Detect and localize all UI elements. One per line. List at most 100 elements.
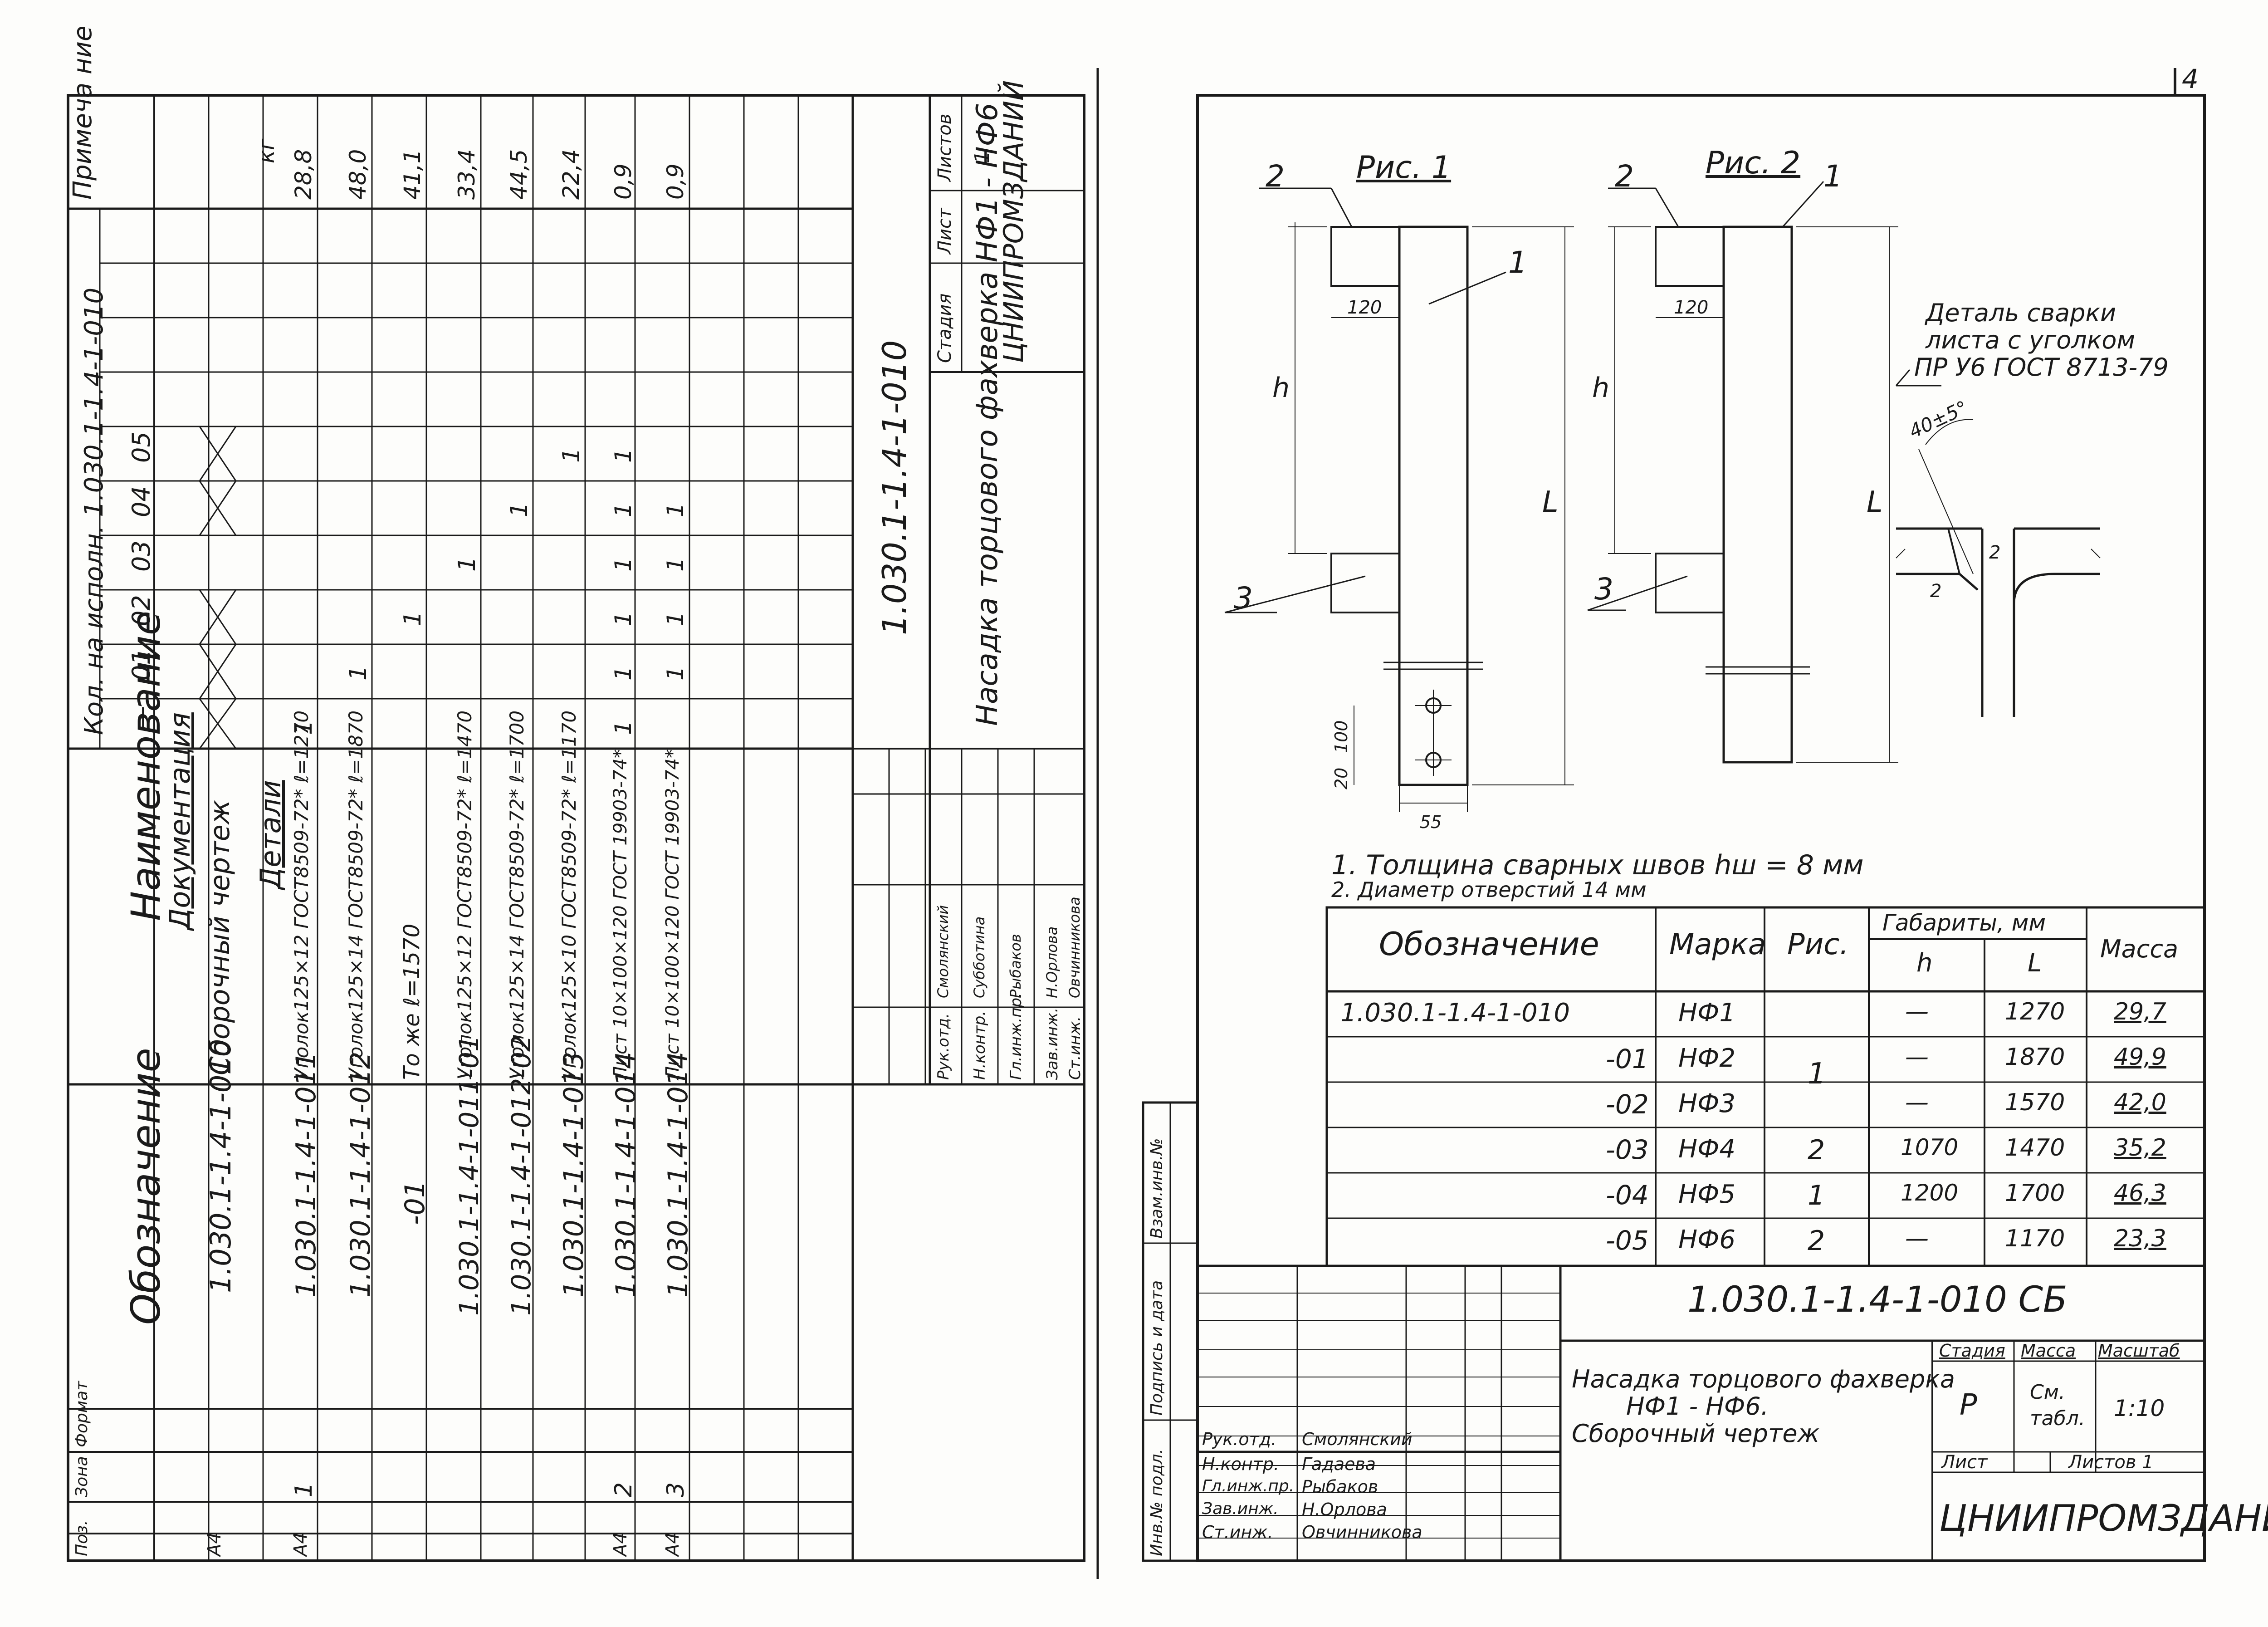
- cell-mark: НФ1: [1678, 998, 1735, 1028]
- cell-h: —: [1905, 1089, 1929, 1116]
- cell-L: 1270: [2005, 998, 2065, 1025]
- row-designation: 1.030.1-1.4-1-011: [290, 1051, 322, 1298]
- row-qty-2: 1: [610, 612, 636, 626]
- left-tb-org: ЦНИИПРОМЗДАНИЙ: [998, 80, 1030, 363]
- fig1-callout-3: 3: [1234, 581, 1253, 616]
- cell-fig: 1: [1808, 1057, 1826, 1091]
- row-qty-3: 1: [662, 557, 689, 572]
- cell-L: 1170: [2005, 1225, 2065, 1252]
- left-tb-role-1: Н.контр.: [971, 1010, 989, 1080]
- cell-fig: 2: [1808, 1225, 1825, 1257]
- cell-h: —: [1905, 1225, 1929, 1252]
- variant-4: 04: [127, 486, 156, 517]
- person-4: Овчинникова: [1302, 1522, 1422, 1542]
- left-tb-person-4: Овчинникова: [1066, 897, 1083, 998]
- row-designation: -01: [399, 1181, 431, 1225]
- fig1-dim-55: 55: [1420, 812, 1442, 832]
- drawing-notes: 1. Толщина сварных швов hш = 8 мм 2. Диа…: [1331, 852, 1864, 902]
- right-tb-stage-label: Стадия: [1939, 1341, 2005, 1361]
- weld-dim-2b: 2: [1989, 542, 2001, 563]
- row-qty-2: 1: [662, 612, 689, 626]
- right-tb-scale-value: 1:10: [2114, 1395, 2165, 1421]
- row-qty-0: 1: [290, 720, 318, 735]
- left-tb-code: 1.030.1-1.4-1-010: [875, 340, 914, 636]
- row-pos: 1: [290, 1482, 318, 1497]
- row-name: Уголок125×14 ГОСТ8509-72* ℓ=1870: [345, 710, 367, 1080]
- page-number: 4: [2182, 64, 2199, 94]
- row-designation: 1.030.1-1.4-1-012: [345, 1051, 376, 1298]
- row-note: 44,5: [506, 149, 532, 200]
- row-qty-1: 1: [662, 666, 689, 681]
- row-qty-4: 1: [506, 502, 533, 517]
- person-2: Рыбаков: [1302, 1477, 1378, 1497]
- cell-h: 1070: [1901, 1134, 1959, 1161]
- role-4: Ст.инж.: [1202, 1522, 1273, 1542]
- role-3: Зав.инж.: [1202, 1500, 1279, 1518]
- right-tb-code: 1.030.1-1.4-1-010 СБ: [1687, 1279, 2068, 1320]
- cell-h: 1200: [1901, 1180, 1959, 1206]
- fig2-dim-h: h: [1592, 372, 1610, 404]
- row-designation: 1.030.1-1.4-1-014: [662, 1051, 694, 1298]
- note-2: 2. Диаметр отверстий 14 мм: [1331, 877, 1647, 902]
- row-name: Уголок125×12 ГОСТ8509-72* ℓ=1270: [290, 710, 313, 1080]
- cell-designation: -05: [1606, 1225, 1649, 1256]
- row-qty-5: 1: [558, 447, 585, 463]
- stamp-inv-original: Инв.№ подл.: [1148, 1449, 1166, 1556]
- left-tb-person-0: Смолянский: [934, 905, 952, 998]
- right-tb-mass-label: Масса: [2021, 1341, 2076, 1361]
- table-header-mark: Марка: [1669, 928, 1766, 961]
- right-tb-org: ЦНИИПРОМЗДАНИЙ: [1939, 1497, 2268, 1539]
- left-tb-sheets-label: Листов: [934, 113, 955, 181]
- right-tb-title-1: Насадка торцового фахверка: [1572, 1365, 1955, 1393]
- row-qty-4: 1: [610, 503, 636, 517]
- table-header-mass: Масса: [2100, 935, 2179, 963]
- left-tb-person-2: Рыбаков: [1007, 934, 1024, 998]
- fig2-callout-2: 2: [1615, 159, 1634, 194]
- right-tb-title-2: НФ1 - НФ6.: [1626, 1392, 1769, 1421]
- row-format: А4: [204, 1532, 225, 1556]
- left-tb-role-3: Зав.инж.: [1043, 1007, 1061, 1080]
- cell-L: 1570: [2005, 1089, 2065, 1116]
- left-tb-person-3: Н.Орлова: [1043, 926, 1061, 998]
- row-pos: 2: [610, 1482, 637, 1497]
- fig2-dim-L: L: [1867, 485, 1883, 519]
- cell-mass: 42,0: [2114, 1089, 2166, 1116]
- row-qty-1: 1: [345, 665, 372, 681]
- left-unit: кг: [254, 138, 279, 163]
- fig2-callout-3: 3: [1594, 572, 1613, 607]
- row-designation: 1.030.1-1.4-1-010: [204, 1039, 237, 1293]
- cell-mark: НФ2: [1678, 1044, 1735, 1073]
- row-note: 28,8: [290, 149, 317, 200]
- fig2-dim-120: 120: [1674, 297, 1709, 318]
- cell-mark: НФ4: [1678, 1134, 1735, 1164]
- fig2-callout-1: 1: [1823, 159, 1843, 194]
- fig1-label: Рис. 1: [1356, 150, 1452, 186]
- row-qty-1: 1: [610, 666, 636, 681]
- left-col-pos: Поз.: [73, 1520, 91, 1556]
- cell-L: 1470: [2005, 1134, 2065, 1161]
- row-note: 33,4: [454, 149, 480, 200]
- variant-3: 03: [127, 540, 156, 572]
- row-format: А4: [290, 1532, 311, 1556]
- row-qty-0: 1: [610, 720, 636, 735]
- table-header-designation: Обозначение: [1379, 926, 1599, 963]
- left-col-format: Формат: [73, 1381, 91, 1447]
- cell-fig: 2: [1808, 1134, 1825, 1166]
- right-tb-scale-label: Масштаб: [2098, 1341, 2180, 1361]
- left-header-designation: Обозначение: [122, 1048, 169, 1325]
- role-0: Рук.отд.: [1202, 1429, 1277, 1449]
- variant-1: 01: [127, 649, 156, 681]
- fig2-label: Рис. 2: [1706, 145, 1801, 181]
- row-name: Уголок125×14 ГОСТ8509-72* ℓ=1700: [506, 710, 528, 1080]
- fig1-dim-h: h: [1272, 372, 1290, 404]
- variant-2: 02: [127, 595, 156, 626]
- table-header-fig: Рис.: [1787, 928, 1849, 961]
- row-note: 0,9: [610, 163, 636, 200]
- table-header-dims: Габариты, мм: [1882, 910, 2046, 936]
- cell-mark: НФ3: [1678, 1089, 1735, 1118]
- row-qty-3: 1: [454, 556, 481, 572]
- row-name: Лист 10×100×120 ГОСТ 19903-74*: [662, 749, 683, 1080]
- fig1-callout-1: 1: [1508, 245, 1527, 280]
- role-2: Гл.инж.пр.: [1202, 1477, 1295, 1495]
